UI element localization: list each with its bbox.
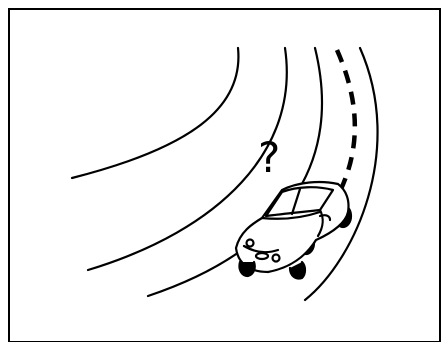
car-icon <box>236 182 351 279</box>
border-frame <box>9 9 440 342</box>
road-curve-outer <box>305 48 378 300</box>
question-mark: ? <box>258 133 280 182</box>
road-curve-1 <box>72 48 238 178</box>
